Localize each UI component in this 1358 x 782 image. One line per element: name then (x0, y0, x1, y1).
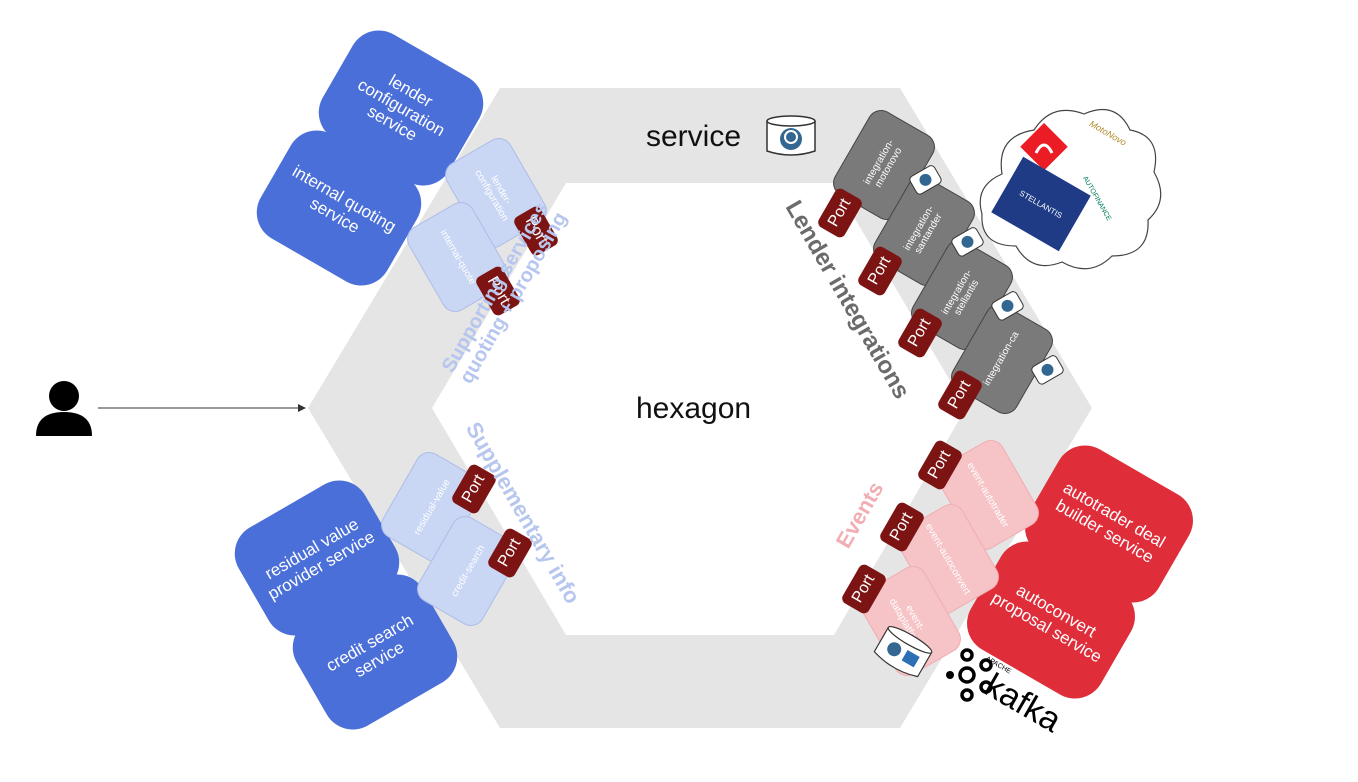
stellantis-db-icon (991, 291, 1024, 321)
postgres-db-icon (766, 115, 816, 156)
kafka-icon (946, 648, 993, 702)
hexagon-title: hexagon (636, 392, 752, 425)
service-title: service (646, 120, 742, 153)
event-db-icon (873, 626, 933, 678)
ca-db-icon (1031, 355, 1064, 385)
user-icon (36, 381, 92, 436)
santander-db-icon (951, 227, 984, 257)
santander-logo (1020, 123, 1068, 171)
motonovo-db-icon (909, 165, 942, 195)
